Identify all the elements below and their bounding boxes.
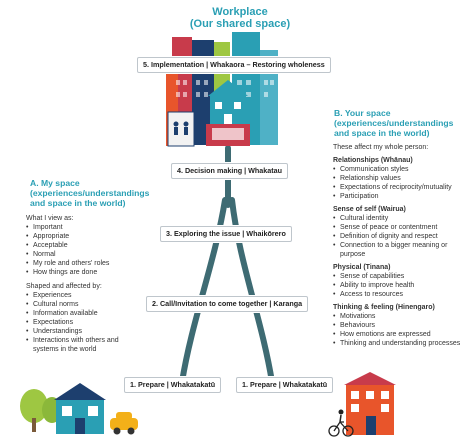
left-shaped-list: Experiences Cultural norms Information a… — [26, 291, 156, 354]
right-heading-line-2: (experiences/understandings — [334, 118, 454, 128]
sense-of-self-list: Cultural identity Sense of peace or cont… — [333, 214, 473, 259]
right-panel-body: These affect my whole person: Relationsh… — [333, 143, 473, 348]
left-view-list: Important Appropriate Acceptable Normal … — [26, 223, 156, 277]
list-item: Understandings — [26, 327, 156, 336]
left-heading-line-1: A. My space — [30, 178, 80, 188]
left-shaped-intro: Shaped and affected by: — [26, 283, 102, 290]
list-item: Normal — [26, 250, 156, 259]
list-item: Communication styles — [333, 165, 473, 174]
list-item: Experiences — [26, 291, 156, 300]
step-exploring-issue: 3. Exploring the issue | Whaikōrero — [160, 226, 292, 242]
left-panel-heading: A. My space (experiences/understandings … — [30, 178, 170, 208]
list-item: Participation — [333, 192, 473, 201]
list-item: Thinking and understanding processes — [333, 339, 473, 348]
list-item: Motivations — [333, 312, 473, 321]
road-left — [179, 197, 228, 385]
group-heading-thinking-feeling: Thinking & feeling (Hinengaro) — [333, 304, 435, 311]
step-prepare-left: 1. Prepare | Whakatakatū — [124, 377, 222, 393]
city-buildings — [166, 32, 278, 147]
list-item: How emotions are expressed — [333, 330, 473, 339]
workplace-title: Workplace (Our shared space) — [180, 6, 300, 30]
list-item: Ability to improve health — [333, 281, 473, 290]
list-item: Access to resources — [333, 290, 473, 299]
relationships-list: Communication styles Relationship values… — [333, 165, 473, 201]
list-item: Sense of capabilities — [333, 272, 473, 281]
list-item: Sense of peace or contentment — [333, 223, 473, 232]
right-heading-line-1: B. Your space — [334, 108, 391, 118]
group-heading-sense-of-self: Sense of self (Wairua) — [333, 206, 406, 213]
left-panel-body: What I view as: Important Appropriate Ac… — [26, 214, 156, 354]
list-item: Cultural identity — [333, 214, 473, 223]
right-intro: These affect my whole person: — [333, 144, 429, 151]
right-panel-heading: B. Your space (experiences/understanding… — [334, 108, 474, 138]
right-home-scene — [328, 372, 396, 437]
left-home-scene — [20, 383, 138, 435]
list-item: Important — [26, 223, 156, 232]
left-view-intro: What I view as: — [26, 215, 74, 222]
workplace-title-sub: (Our shared space) — [189, 18, 291, 30]
list-item: Information available — [26, 309, 156, 318]
list-item: Interactions with others and systems in … — [26, 336, 133, 354]
list-item: Acceptable — [26, 241, 156, 250]
step-decision-making: 4. Decision making | Whakatau — [171, 163, 289, 179]
list-item: Relationship values — [333, 174, 473, 183]
step-call-invitation: 2. Call/Invitation to come together | Ka… — [146, 296, 309, 312]
list-item: Behaviours — [333, 321, 473, 330]
right-heading-line-3: and space in the world) — [334, 128, 430, 138]
list-item: My role and others' roles — [26, 259, 156, 268]
group-heading-relationships: Relationships (Whānau) — [333, 157, 413, 164]
list-item: Cultural norms — [26, 300, 156, 309]
list-item: Expectations of reciprocity/mutuality — [333, 183, 473, 192]
left-heading-line-2: (experiences/understandings — [30, 188, 150, 198]
step-prepare-right: 1. Prepare | Whakatakatū — [236, 377, 334, 393]
left-heading-line-3: and space in the world) — [30, 198, 126, 208]
thinking-feeling-list: Motivations Behaviours How emotions are … — [333, 312, 473, 348]
list-item: Connection to a bigger meaning or purpos… — [333, 241, 473, 259]
list-item: Expectations — [26, 318, 156, 327]
list-item: Appropriate — [26, 232, 156, 241]
list-item: Definition of dignity and respect — [333, 232, 473, 241]
road-paths — [179, 145, 275, 385]
physical-list: Sense of capabilities Ability to improve… — [333, 272, 473, 299]
workplace-title-main: Workplace — [212, 6, 268, 18]
road-right — [229, 197, 275, 385]
list-item: How things are done — [26, 268, 156, 277]
group-heading-physical: Physical (Tinana) — [333, 264, 391, 271]
step-implementation: 5. Implementation | Whakaora – Restoring… — [137, 57, 331, 73]
